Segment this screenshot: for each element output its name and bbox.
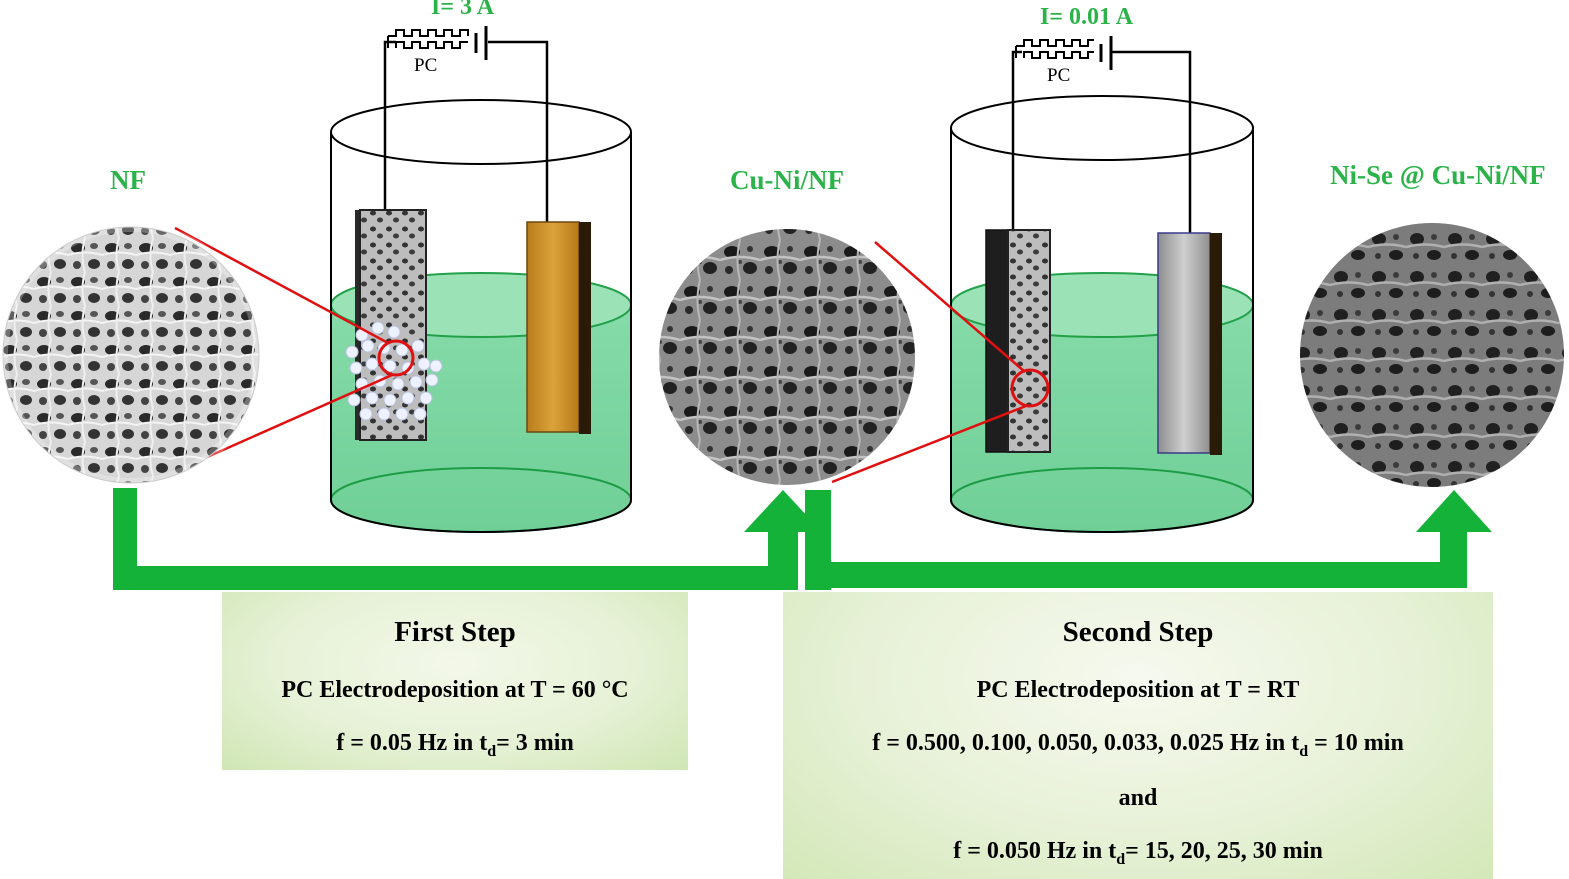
sem-image-ni-se-cu-ni-nf (1300, 223, 1564, 487)
pc-label-cell-2: PC (1047, 65, 1070, 87)
beaker-rim-2 (951, 96, 1253, 160)
first-step-panel: First Step PC Electrodeposition at T = 6… (222, 592, 688, 770)
second-step-durations: f = 0.050 Hz in td= 15, 20, 25, 30 min (783, 838, 1493, 869)
second-step-condition: PC Electrodeposition at T = RT (783, 677, 1493, 704)
pc-label-cell-1: PC (414, 55, 437, 77)
first-step-condition: PC Electrodeposition at T = 60 °C (222, 677, 688, 704)
copper-counter-electrode (527, 222, 579, 432)
current-label-cell-1: I= 3 A (431, 0, 494, 21)
second-step-title: Second Step (783, 616, 1493, 649)
current-label-cell-2: I= 0.01 A (1040, 4, 1133, 31)
electrodeposition-cell-1 (175, 26, 631, 532)
sem-image-cu-ni-nf (659, 229, 915, 485)
counter-electrode-2 (1158, 233, 1210, 453)
first-step-frequency: f = 0.05 Hz in td= 3 min (222, 730, 688, 761)
label-nf: NF (110, 165, 146, 196)
electrodeposition-cell-2 (832, 36, 1253, 532)
second-step-panel: Second Step PC Electrodeposition at T = … (783, 592, 1493, 879)
second-step-and: and (783, 785, 1493, 812)
label-cu-ni-nf: Cu-Ni/NF (730, 165, 844, 196)
cu-ni-nf-electrode (1008, 230, 1050, 452)
second-step-frequencies: f = 0.500, 0.100, 0.050, 0.033, 0.025 Hz… (783, 730, 1493, 761)
first-step-title: First Step (222, 616, 688, 649)
label-ni-se-cu-ni-nf: Ni-Se @ Cu-Ni/NF (1330, 160, 1546, 191)
sem-image-nf (3, 227, 259, 483)
beaker-rim-1 (331, 100, 631, 164)
